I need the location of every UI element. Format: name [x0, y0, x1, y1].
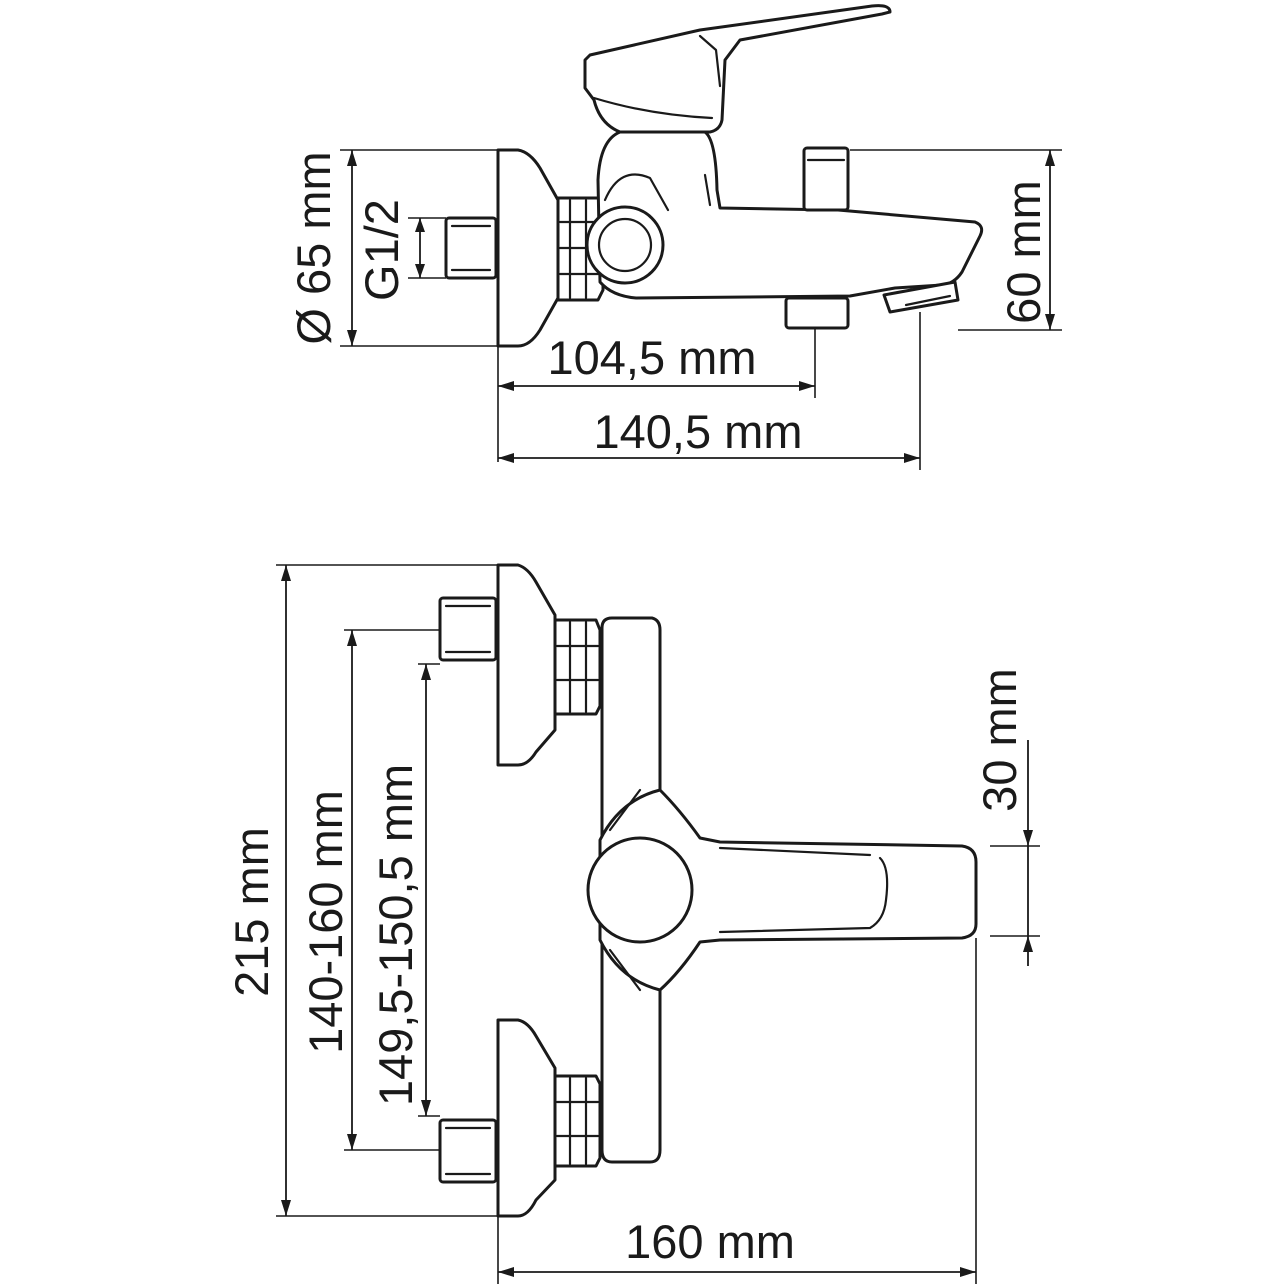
dim-depth-diverter-label: 104,5 mm	[548, 331, 757, 384]
dim-height: 60 mm	[850, 149, 1062, 331]
side-wall-flange	[496, 148, 560, 348]
dim-total-height: 215 mm	[225, 564, 498, 1217]
front-lower-flange	[438, 1018, 602, 1218]
front-view-mixer	[438, 563, 978, 1218]
dim-depth-spout: 140,5 mm	[498, 312, 921, 470]
front-upper-flange	[438, 563, 602, 767]
side-eccentric-nipple	[444, 216, 498, 280]
dim-total-height-label: 215 mm	[225, 827, 278, 997]
dim-connection-range-label: 140-160 mm	[299, 790, 352, 1054]
dim-lever-width: 30 mm	[973, 668, 1040, 966]
dim-flange-diameter-label: Ø 65 mm	[287, 151, 340, 344]
dim-depth-diverter: 104,5 mm	[497, 328, 816, 462]
front-mixer-lever	[586, 788, 978, 992]
side-mixer-lever	[583, 4, 892, 134]
dim-height-label: 60 mm	[997, 180, 1050, 324]
dim-depth-spout-label: 140,5 mm	[594, 405, 803, 458]
dim-lever-length: 160 mm	[497, 938, 977, 1284]
front-view-dimensions: 215 mm 140-160 mm 149,5-150,5 mm 30 mm	[225, 564, 1040, 1284]
dim-thread-label: G1/2	[355, 199, 408, 301]
side-view-mixer	[444, 4, 984, 348]
side-shower-outlet	[784, 296, 850, 330]
dim-lever-length-label: 160 mm	[625, 1215, 795, 1268]
dim-lever-width-label: 30 mm	[973, 668, 1026, 812]
dim-connection-range-alt: 149,5-150,5 mm	[369, 663, 440, 1117]
side-spout-aerator	[882, 280, 960, 314]
side-diverter-knob	[802, 146, 850, 212]
side-view-dimensions: Ø 65 mm G1/2 60 mm 104,5 mm 140,	[287, 149, 1062, 470]
dim-flange-diameter: Ø 65 mm	[287, 149, 498, 347]
dim-connection-range-alt-label: 149,5-150,5 mm	[369, 764, 422, 1106]
dim-connection-range: 140-160 mm	[299, 629, 440, 1151]
side-mixer-body	[585, 130, 984, 300]
dim-thread: G1/2	[355, 199, 446, 301]
